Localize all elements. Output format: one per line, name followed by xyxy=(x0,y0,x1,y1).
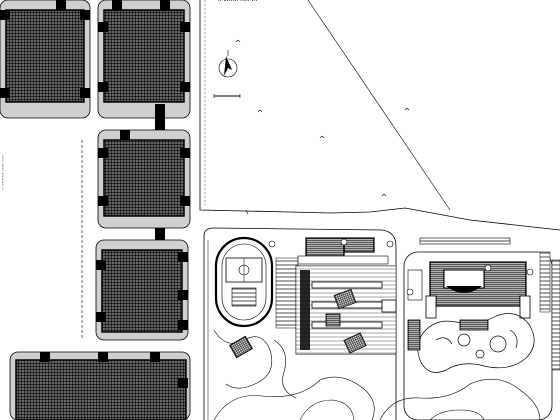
auditorium-building xyxy=(425,261,531,319)
top-note: ‘‘ “‘‘‘‘‘‘ ‘‘‘‘‘ ‘‘‘ xyxy=(218,0,257,6)
building-block-5 xyxy=(9,351,191,420)
left-vertical-note: ‘‘ ‘‘‘‘‘‘‘‘ ‘‘‘‘‘ ‘‘‘‘ xyxy=(2,155,8,190)
campus-area xyxy=(203,227,397,420)
garden-plaza xyxy=(417,313,535,373)
bottom-landscape xyxy=(213,376,541,420)
building-block-4 xyxy=(95,239,189,341)
teaching-building-top xyxy=(297,237,389,265)
building-block-3 xyxy=(97,129,191,229)
north-arrow-icon xyxy=(213,50,241,98)
building-block-1 xyxy=(0,0,91,119)
running-track xyxy=(214,236,274,328)
site-boundary xyxy=(199,0,560,231)
small-building-plaza xyxy=(407,319,421,351)
landscape-paths xyxy=(213,329,297,399)
teaching-building-complex xyxy=(295,265,397,355)
parking-area xyxy=(275,257,299,329)
markers xyxy=(268,240,534,296)
building-block-2 xyxy=(97,0,191,119)
right-edge-parking xyxy=(551,259,560,371)
site-marks xyxy=(235,39,410,215)
fence-line xyxy=(419,237,511,245)
